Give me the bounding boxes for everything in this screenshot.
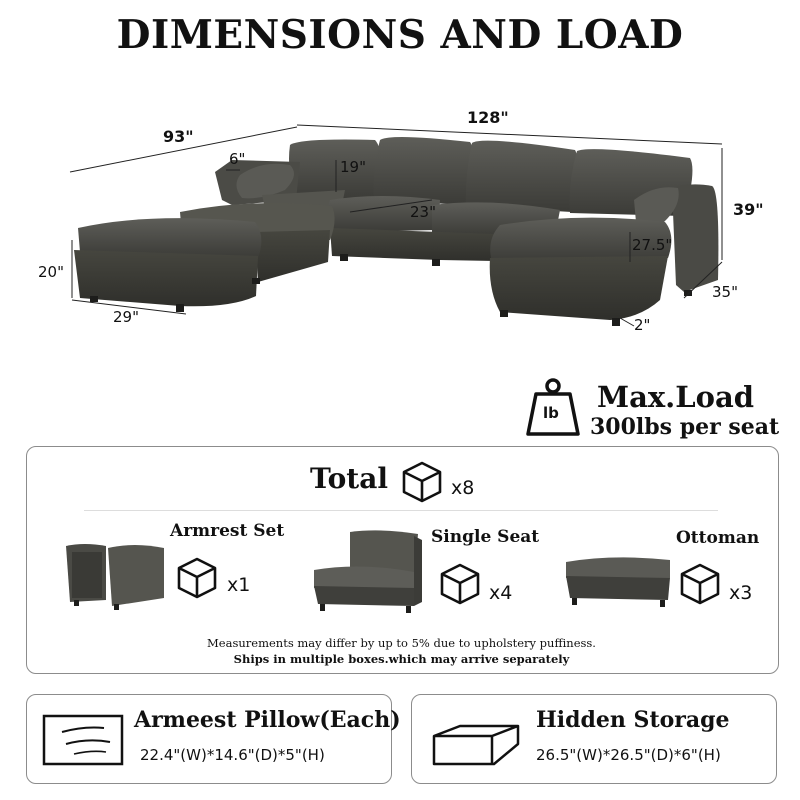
page-title: DIMENSIONS AND LOAD (116, 12, 684, 58)
box-icon (177, 557, 217, 599)
dim-ottoman-height: 20" (38, 263, 64, 281)
box-icon (680, 563, 720, 605)
dim-back-height: 19" (340, 158, 366, 176)
sofa-illustration (69, 124, 723, 327)
ottoman-count: x3 (729, 582, 753, 604)
box-icon (402, 461, 442, 503)
dim-overall-width: 128" (467, 108, 509, 127)
right-arm (672, 184, 719, 292)
pillow-dims: 22.4"(W)*14.6"(D)*5"(H) (140, 746, 325, 764)
ottoman-base-back (255, 230, 330, 282)
storage-box-icon (432, 724, 520, 766)
storage-panel (411, 694, 777, 784)
right-pillow (634, 187, 679, 226)
single-seat-label: Single Seat (431, 527, 540, 547)
ottoman-base-front (74, 250, 258, 307)
dim-height: 39" (733, 200, 764, 219)
ottoman-label: Ottoman (676, 528, 760, 548)
dim-seat-depth: 23" (410, 203, 436, 221)
total-count: x8 (451, 477, 475, 499)
max-load-subtitle: 300lbs per seat (590, 414, 780, 440)
weight-icon-text: lb (543, 404, 559, 422)
pillow-panel (26, 694, 392, 784)
single-seat-count: x4 (489, 582, 513, 604)
box-icon (440, 563, 480, 605)
dim-arm-width: 6" (229, 150, 246, 168)
total-label: Total (310, 462, 389, 495)
shipping-note: Ships in multiple boxes.which may arrive… (233, 652, 570, 666)
pillow-icon (42, 714, 124, 766)
measurement-note: Measurements may differ by up to 5% due … (207, 636, 596, 650)
dim-leg-height: 2" (634, 316, 651, 334)
armrest-set-image (66, 544, 164, 610)
dim-overall-depth: 93" (163, 127, 194, 146)
weight-icon: lb (524, 376, 582, 438)
chaise-base (489, 256, 668, 320)
dim-seat-height: 27.5" (632, 236, 673, 254)
back-cushions (289, 136, 693, 216)
storage-dims: 26.5"(W)*26.5"(D)*6"(H) (536, 746, 721, 764)
storage-title: Hidden Storage (536, 707, 730, 733)
pillow-title: Armeest Pillow(Each) (134, 707, 401, 733)
chaise-cushion (490, 217, 672, 262)
dim-chaise-depth: 35" (712, 283, 738, 301)
left-pillow (236, 163, 294, 199)
legs (90, 254, 692, 326)
ottoman-top-front (78, 218, 262, 258)
armrest-set-label: Armrest Set (170, 521, 285, 541)
dim-ottoman-width: 29" (113, 308, 139, 326)
ottoman-image (566, 557, 670, 607)
max-load-title: Max.Load (597, 380, 755, 414)
divider (84, 510, 718, 511)
armrest-set-count: x1 (227, 574, 251, 596)
single-seat-image (314, 530, 422, 613)
dimension-lines (69, 124, 723, 327)
